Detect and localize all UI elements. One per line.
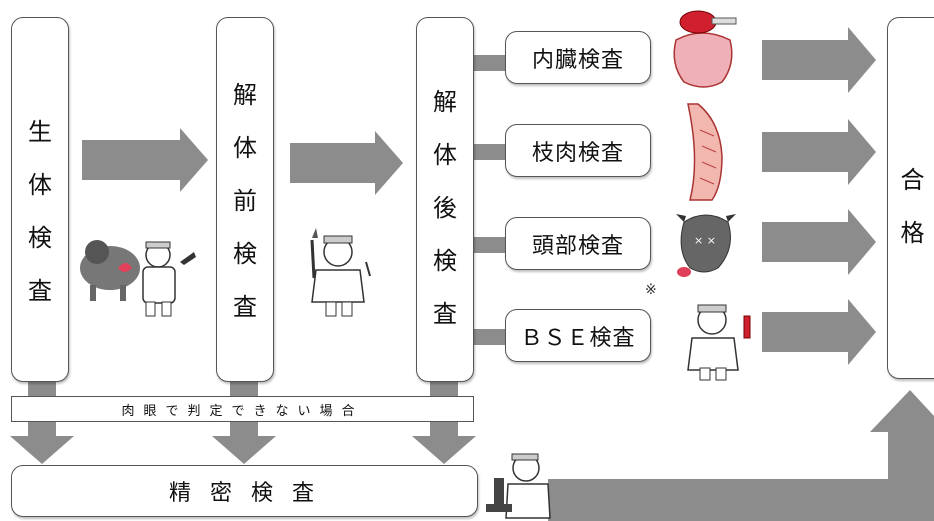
post-slaughter-inspection-box: 解 体 後 検 査 <box>416 17 474 382</box>
arrow-live-down <box>10 422 74 464</box>
connector-viscera <box>474 55 506 71</box>
bse-inspection-box: ＢＳＥ検査 <box>505 309 651 362</box>
connector-carcass <box>474 144 506 160</box>
cow-head-icon: × × <box>676 214 736 277</box>
post-slaughter-inspection-label: 解 体 後 検 査 <box>433 88 457 328</box>
stem-pre <box>230 380 258 398</box>
arrow-post-down <box>412 422 476 464</box>
head-inspection-box: 頭部検査 <box>505 217 651 270</box>
arrow-carcass-to-pass <box>762 119 876 185</box>
carcass-icon <box>687 103 723 201</box>
pass-box: 合 格 <box>887 17 934 379</box>
microscope-scientist-icon <box>486 453 551 519</box>
pre-slaughter-inspection-label: 解 体 前 検 査 <box>233 81 257 321</box>
connector-bse <box>474 329 506 345</box>
organ-icon <box>673 10 737 88</box>
live-inspection-box: 生 体 検 査 <box>11 17 69 382</box>
viscera-inspection-label: 内臓検査 <box>531 47 624 73</box>
arrow-bse-to-pass <box>762 299 876 365</box>
live-inspection-label: 生 体 検 査 <box>28 118 52 305</box>
arrow-viscera-to-pass <box>762 27 876 93</box>
head-inspection-label: 頭部検査 <box>531 233 624 259</box>
arrow-pre-down <box>212 422 276 464</box>
bse-note-mark: ※ <box>645 282 657 298</box>
arrow-pre-to-post <box>290 131 403 195</box>
arrow-live-to-pre <box>82 128 208 192</box>
detailed-inspection-box: 精 密 検 査 <box>11 465 478 517</box>
bse-inspection-label: ＢＳＥ検査 <box>520 325 636 351</box>
viscera-inspection-box: 内臓検査 <box>505 31 651 84</box>
carcass-inspection-label: 枝肉検査 <box>531 140 624 166</box>
visual-judgment-banner: 肉眼で判定できない場合 <box>11 396 474 422</box>
stem-post <box>430 380 458 398</box>
pre-slaughter-inspection-box: 解 体 前 検 査 <box>216 17 274 382</box>
knife-inspector-icon <box>310 228 371 317</box>
arrow-head-to-pass <box>762 209 876 275</box>
cow-and-inspector-icon <box>80 240 196 317</box>
bse-scientist-icon <box>687 304 751 381</box>
arrow-detailed-to-pass <box>548 390 934 521</box>
svg-text:× ×: × × <box>694 234 716 247</box>
pass-label: 合 格 <box>900 166 925 247</box>
detailed-inspection-label: 精 密 検 査 <box>169 481 320 506</box>
connector-head <box>474 237 506 253</box>
stem-live <box>28 380 56 398</box>
carcass-inspection-box: 枝肉検査 <box>505 124 651 177</box>
